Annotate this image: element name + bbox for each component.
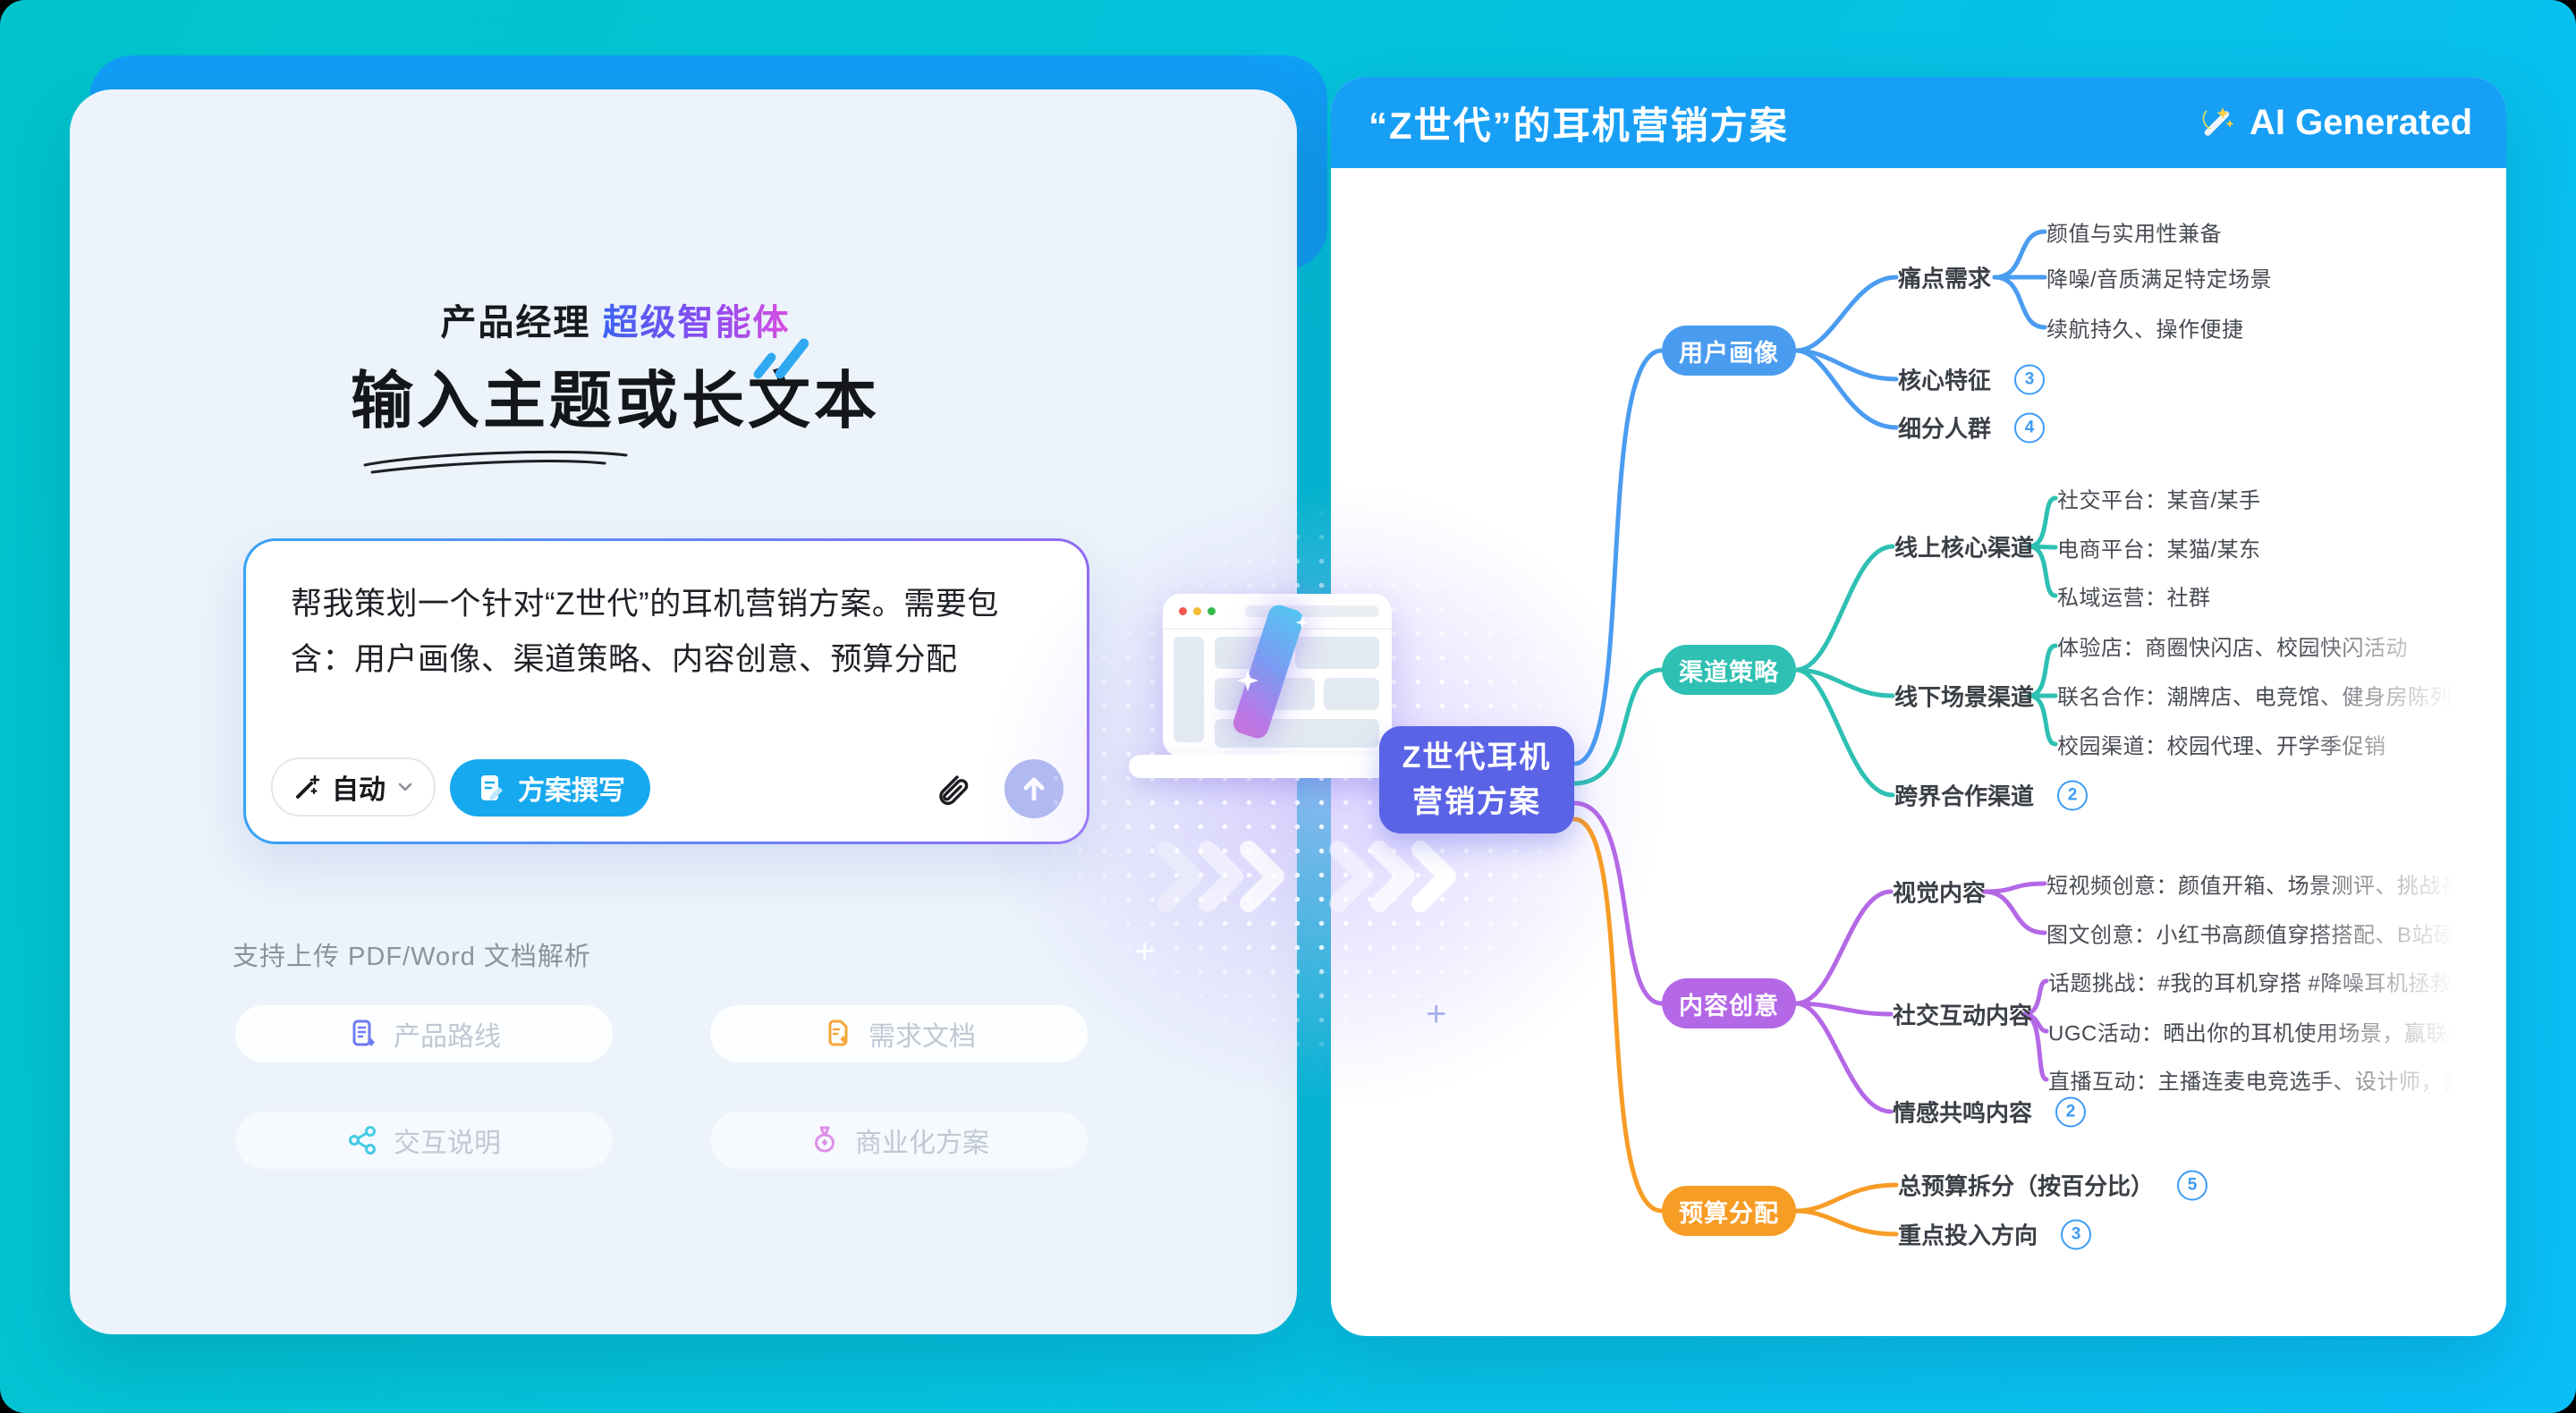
suggestion-interaction-spec[interactable]: 交互说明 [235, 1112, 613, 1169]
mindmap-canvas[interactable]: Z世代耳机 营销方案 用户画像 渠道策略 内容创意 预算分配 痛点需求 核心特征… [1331, 77, 2506, 1336]
branch-node-user-persona[interactable]: 用户画像 [1662, 326, 1796, 376]
page-title: 输入主题或长文本 [351, 366, 880, 436]
branch-node-channel-strategy[interactable]: 渠道策略 [1662, 645, 1796, 695]
suggestion-monetization-plan[interactable]: 商业化方案 [710, 1112, 1088, 1169]
mindmap-leaf[interactable]: 电商平台：某猫/某东 [2057, 537, 2261, 563]
suggestion-label: 产品路线 [394, 1022, 501, 1052]
child-label: 线上核心渠道 [1894, 534, 2035, 562]
roadmap-doc-icon [352, 1020, 375, 1046]
attach-file-button[interactable] [928, 766, 970, 809]
child-label: 细分人群 [1898, 415, 1992, 443]
mindmap-leaf[interactable]: 颜值与实用性兼备 [2046, 222, 2222, 247]
mindmap-child[interactable]: 痛点需求 [1898, 261, 1991, 294]
child-label: 核心特征 [1898, 367, 1992, 394]
mindmap-leaf[interactable]: 降噪/音质满足特定场景 [2046, 267, 2273, 292]
mindmap-child[interactable]: 社交互动内容 [1893, 998, 2032, 1031]
suggestion-requirement-doc[interactable]: 需求文档 [710, 1005, 1088, 1062]
central-node-line2: 营销方案 [1412, 785, 1541, 819]
mindmap-leaf[interactable]: 社交平台：某音/某手 [2057, 488, 2261, 513]
eyebrow-heading: 产品经理 超级智能体 [284, 293, 946, 345]
plan-writing-label: 方案撰写 [518, 776, 625, 806]
central-node-line1: Z世代耳机 [1402, 740, 1552, 774]
mindmap-leaf[interactable]: 续航持久、操作便捷 [2046, 317, 2244, 343]
collapsed-count-badge[interactable]: 4 [2014, 412, 2046, 443]
eyebrow-prefix: 产品经理 [440, 303, 603, 343]
eyebrow-highlight: 超级智能体 [602, 303, 791, 343]
mindmap-title: “Z世代”的耳机营销方案 [1368, 104, 1789, 147]
mindmap-child[interactable]: 线上核心渠道 [1894, 530, 2034, 563]
document-edit-icon [481, 775, 503, 800]
mindmap-child[interactable]: 细分人群 4 [1898, 411, 2046, 444]
input-panel: 产品经理 超级智能体 输入主题或长文本 帮我策划一个针对“Z世代”的耳机营销方案… [70, 89, 1297, 1334]
sparkle-icon [1295, 615, 1309, 630]
suggestion-label: 需求文档 [869, 1022, 976, 1052]
title-underline-scribble [363, 450, 628, 474]
ai-generated-label: AI Generated [2250, 102, 2472, 142]
child-label: 社交互动内容 [1893, 1002, 2033, 1029]
collapsed-count-badge[interactable]: 3 [2014, 364, 2046, 394]
child-label: 重点投入方向 [1898, 1222, 2038, 1249]
collapsed-count-badge[interactable]: 2 [2057, 780, 2089, 810]
collapsed-count-badge[interactable]: 3 [2061, 1219, 2092, 1249]
collapsed-count-badge[interactable]: 5 [2177, 1170, 2208, 1200]
mindmap-leaf[interactable]: 私域运营：社群 [2057, 586, 2211, 611]
money-bag-icon [815, 1126, 835, 1153]
mindmap-header: “Z世代”的耳机营销方案 AI Generated [1331, 77, 2506, 168]
suggestion-label: 交互说明 [394, 1129, 501, 1158]
arrow-up-icon [1023, 777, 1045, 801]
branch-node-budget-allocation[interactable]: 预算分配 [1662, 1186, 1796, 1236]
suggestion-label: 商业化方案 [855, 1129, 989, 1158]
branch-node-content-creative[interactable]: 内容创意 [1662, 978, 1796, 1028]
title-accent-strokes-icon [751, 333, 825, 404]
requirement-doc-icon [828, 1020, 848, 1046]
send-button[interactable] [1004, 759, 1063, 818]
paperclip-icon [939, 775, 969, 806]
child-label: 总预算拆分（按百分比） [1898, 1172, 2155, 1200]
ai-generated-badge: AI Generated [2196, 102, 2472, 143]
right-edge-fade [2301, 175, 2506, 1336]
mindmap-child[interactable]: 总预算拆分（按百分比） 5 [1898, 1169, 2208, 1202]
prompt-input-card[interactable]: 帮我策划一个针对“Z世代”的耳机营销方案。需要包含：用户画像、渠道策略、内容创意… [243, 538, 1089, 844]
mode-selector[interactable]: 自动 [271, 757, 436, 816]
child-label: 跨界合作渠道 [1894, 783, 2035, 810]
chevron-down-icon [398, 783, 412, 791]
mindmap-child[interactable]: 重点投入方向 3 [1898, 1218, 2092, 1251]
mode-label: 自动 [332, 775, 386, 805]
suggestion-product-roadmap[interactable]: 产品路线 [235, 1005, 613, 1062]
share-nodes-icon [349, 1126, 376, 1155]
plan-writing-button[interactable]: 方案撰写 [450, 759, 650, 816]
magic-wand-icon [296, 774, 320, 799]
upload-hint: 支持上传 PDF/Word 文档解析 [233, 943, 591, 971]
mindmap-child[interactable]: 跨界合作渠道 2 [1894, 779, 2089, 812]
mindmap-child[interactable]: 线下场景渠道 [1894, 680, 2034, 713]
mindmap-central-node[interactable]: Z世代耳机 营销方案 [1379, 726, 1574, 833]
mindmap-child[interactable]: 情感共鸣内容 2 [1893, 1096, 2087, 1129]
prompt-text[interactable]: 帮我策划一个针对“Z世代”的耳机营销方案。需要包含：用户画像、渠道策略、内容创意… [291, 587, 999, 677]
magic-wand-stars-icon [2202, 107, 2234, 136]
mindmap-child[interactable]: 视觉内容 [1893, 876, 1986, 909]
collapsed-count-badge[interactable]: 2 [2055, 1096, 2087, 1127]
mindmap-child[interactable]: 核心特征 3 [1898, 363, 2046, 396]
child-label: 情感共鸣内容 [1893, 1099, 2033, 1127]
child-label: 痛点需求 [1898, 265, 1992, 292]
child-label: 视觉内容 [1893, 879, 1987, 907]
child-label: 线下场景渠道 [1894, 683, 2035, 711]
